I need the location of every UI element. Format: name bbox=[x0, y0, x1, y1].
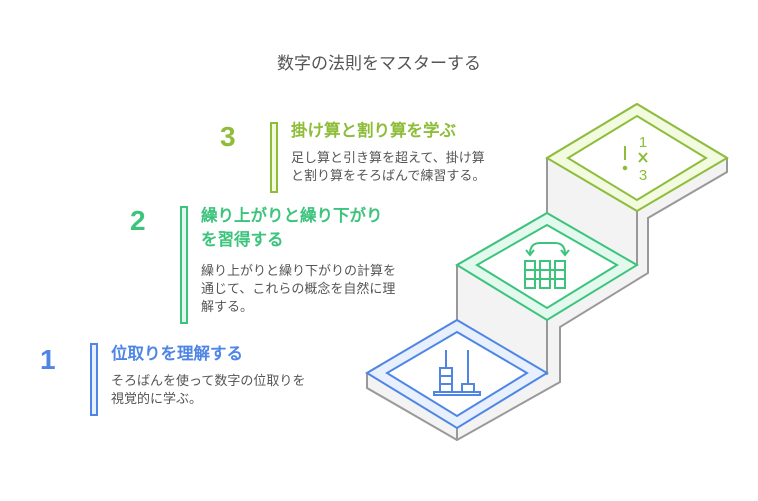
step-1-heading: 位取りを理解する bbox=[111, 344, 243, 363]
step-1-number: 1 bbox=[40, 344, 56, 375]
abacus-icon bbox=[433, 350, 481, 396]
step-1-bar bbox=[90, 343, 98, 416]
step-2-heading: 繰り上がりと繰り下がり を習得する bbox=[201, 206, 383, 249]
divide-multiply-icon: 1 3 bbox=[622, 134, 648, 184]
step-3-description: 足し算と引き算を超えて、掛け算 と割り算をそろばんで練習する。 bbox=[291, 151, 486, 184]
step-3-bar bbox=[270, 122, 278, 193]
step-3-plate: 1 3 bbox=[545, 102, 729, 213]
step-1-description: そろばんを使って数字の位取りを 視覚的に学ぶ。 bbox=[111, 374, 306, 407]
step-2-bar bbox=[180, 206, 188, 324]
diagram-title: 数字の法則をマスターする bbox=[277, 54, 481, 74]
svg-text:1: 1 bbox=[639, 134, 647, 151]
step-2-description: 繰り上がりと繰り下がりの計算を 通じて、これらの概念を自然に理 解する。 bbox=[201, 264, 397, 315]
step-3-number: 3 bbox=[220, 121, 236, 152]
svg-text:3: 3 bbox=[639, 167, 647, 184]
step-2-number: 2 bbox=[130, 205, 146, 236]
step-2-plate bbox=[455, 211, 639, 322]
step-3-heading: 掛け算と割り算を学ぶ bbox=[291, 121, 456, 140]
carry-columns-icon bbox=[524, 242, 570, 289]
step-1-plate bbox=[365, 318, 549, 430]
